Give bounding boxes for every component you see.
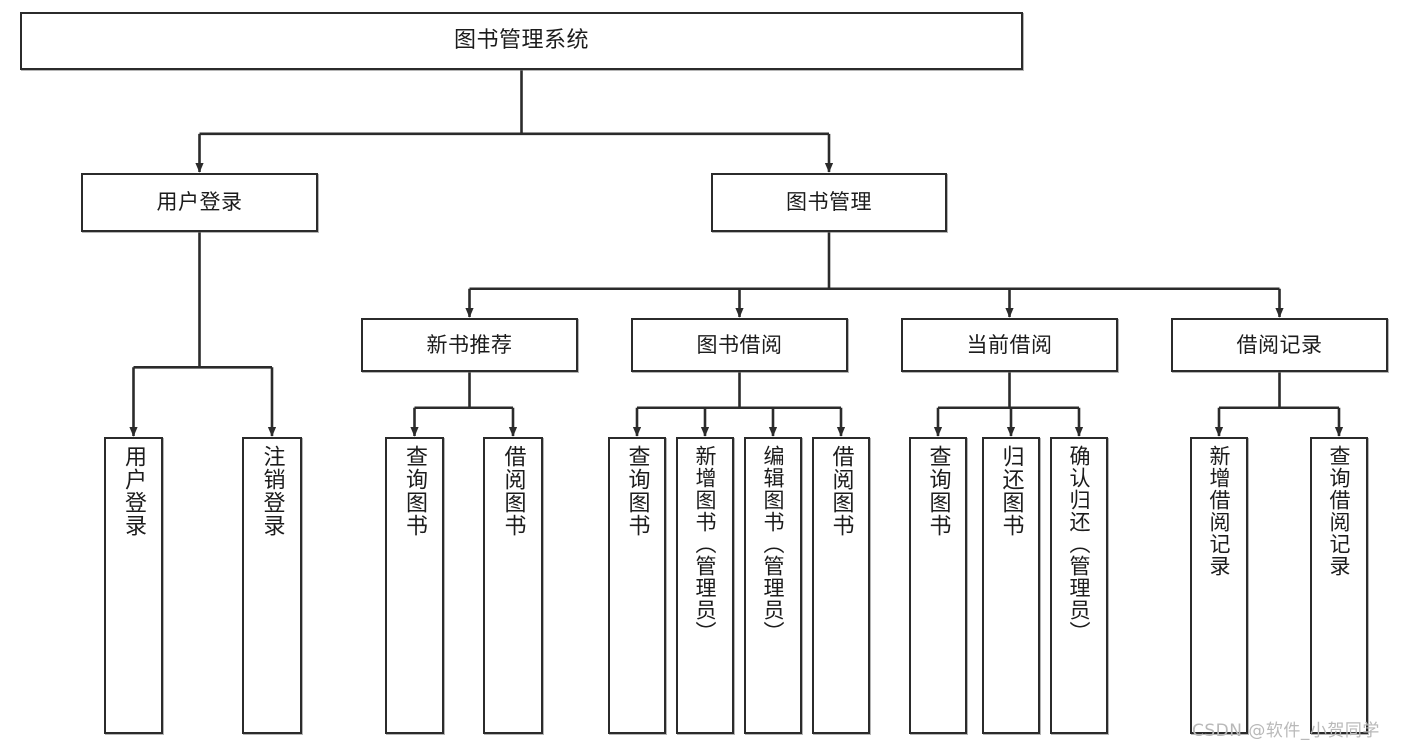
node-l2[interactable]: 注销登录 [242, 437, 302, 734]
node-l9[interactable]: 查询图书 [909, 437, 967, 734]
node-label: 借阅记录 [1236, 332, 1323, 357]
node-label: 查询图书 [402, 445, 428, 537]
node-current[interactable]: 当前借阅 [901, 318, 1118, 372]
node-l7[interactable]: 编辑图书（管理员） [744, 437, 802, 734]
node-records[interactable]: 借阅记录 [1171, 318, 1388, 372]
node-l10[interactable]: 归还图书 [982, 437, 1040, 734]
node-label: 新书推荐 [426, 332, 513, 357]
node-label: 查询借阅记录 [1327, 445, 1352, 577]
node-l6[interactable]: 新增图书（管理员） [676, 437, 734, 734]
node-root[interactable]: 图书管理系统 [20, 12, 1023, 70]
node-bookmgmt[interactable]: 图书管理 [711, 173, 947, 232]
node-label: 当前借阅 [966, 332, 1053, 357]
node-l3[interactable]: 查询图书 [385, 437, 444, 734]
node-label: 图书借阅 [696, 332, 783, 357]
node-l1[interactable]: 用户登录 [104, 437, 163, 734]
node-label: 图书管理系统 [453, 28, 589, 54]
node-label: 图书管理 [786, 190, 872, 215]
node-label: 借阅图书 [500, 445, 526, 537]
node-l5[interactable]: 查询图书 [608, 437, 666, 734]
node-label: 新增图书（管理员） [693, 445, 718, 643]
node-l8[interactable]: 借阅图书 [812, 437, 870, 734]
node-label: 注销登录 [259, 445, 285, 537]
watermark: CSDN @软件_小贺同学 [1192, 721, 1380, 741]
node-label: 编辑图书（管理员） [761, 445, 786, 643]
node-borrow[interactable]: 图书借阅 [631, 318, 848, 372]
node-label: 查询图书 [925, 445, 951, 537]
node-l4[interactable]: 借阅图书 [483, 437, 543, 734]
node-l13[interactable]: 查询借阅记录 [1310, 437, 1368, 734]
node-l12[interactable]: 新增借阅记录 [1190, 437, 1248, 734]
node-label: 借阅图书 [828, 445, 854, 537]
node-label: 确认归还（管理员） [1067, 445, 1092, 643]
node-login[interactable]: 用户登录 [81, 173, 318, 232]
node-label: 归还图书 [998, 445, 1024, 537]
node-label: 新增借阅记录 [1207, 445, 1232, 577]
node-newbook[interactable]: 新书推荐 [361, 318, 578, 372]
node-l11[interactable]: 确认归还（管理员） [1050, 437, 1108, 734]
node-label: 查询图书 [624, 445, 650, 537]
node-label: 用户登录 [156, 190, 243, 215]
node-label: 用户登录 [121, 445, 147, 537]
